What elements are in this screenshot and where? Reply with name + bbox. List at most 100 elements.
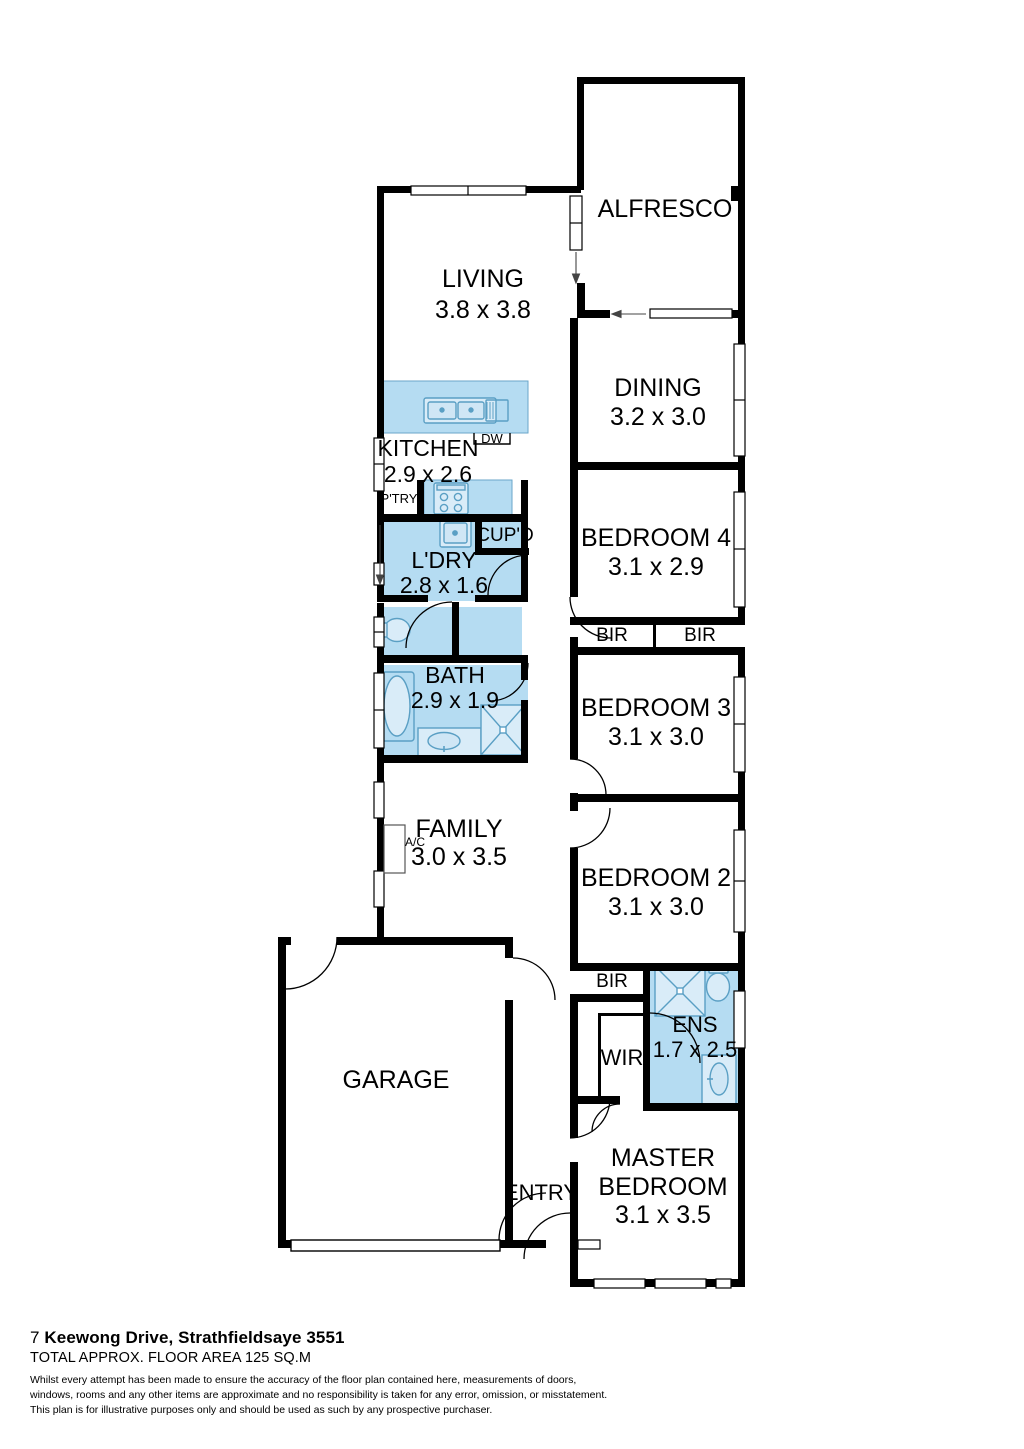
window-laundry-left — [373, 562, 385, 586]
wall-garage-top-mid — [337, 937, 513, 945]
wall-master-bottom-b — [645, 1279, 655, 1287]
toilet-icon — [383, 617, 411, 643]
wall-wir-left — [570, 1002, 578, 1103]
door-swing-bed4 — [569, 596, 612, 639]
window-alfresco-lower — [649, 308, 733, 319]
ensuite-toilet-icon — [705, 972, 731, 1002]
label-bedroom3-dims: 3.1 x 3.0 — [608, 723, 704, 751]
wall-master-bottom-a — [570, 1279, 594, 1287]
label-family-dims: 3.0 x 3.5 — [411, 843, 507, 871]
bathtub-icon — [383, 675, 411, 737]
room-labels: ALFRESCO LIVING 3.8 x 3.8 DINING 3.2 x 3… — [343, 195, 738, 1229]
door-swing-garage-right — [512, 957, 556, 1001]
wall-alfresco-inner-v — [577, 283, 585, 317]
label-bedroom3-name: BEDROOM 3 — [581, 694, 731, 722]
label-kitchen-dims: 2.9 x 2.6 — [384, 461, 472, 487]
label-living-name: LIVING — [442, 265, 524, 293]
door-swing-entry2 — [523, 1212, 571, 1260]
wall-living-top-left — [377, 186, 411, 193]
wall-garage-bottom-left — [278, 1240, 292, 1248]
window-family-left-b — [373, 870, 385, 908]
wall-wir-inner-top — [598, 1013, 644, 1016]
wall-living-top-right — [526, 186, 581, 193]
wall-bed2-right-a — [738, 802, 745, 832]
label-wir: WIR — [601, 1045, 644, 1070]
label-bedroom2-dims: 3.1 x 3.0 — [608, 893, 704, 921]
door-direction-arrows — [375, 252, 646, 586]
aircon-unit — [383, 824, 406, 874]
wall-cupboard-right — [521, 521, 528, 555]
wall-bir-divider — [653, 617, 656, 650]
wall-cupboard-left — [475, 521, 482, 555]
disclaimer: Whilst every attempt has been made to en… — [30, 1373, 990, 1419]
label-ensuite-dims: 1.7 x 2.5 — [653, 1037, 737, 1062]
door-swing-ens — [649, 1012, 701, 1064]
wall-bed4-left-bottom — [570, 637, 578, 655]
label-dining-name: DINING — [614, 374, 702, 402]
wall-bed2-left-top — [570, 802, 578, 811]
window-master-b — [654, 1278, 707, 1289]
door-swing-entry — [498, 1192, 547, 1241]
wall-ens-right — [738, 971, 745, 993]
wall-bir2-top — [570, 963, 745, 971]
wall-wc-left-b — [377, 646, 384, 662]
wall-bed4-right-a — [738, 470, 745, 494]
wall-bed2-left-bottom — [570, 848, 578, 963]
label-bath-dims: 2.9 x 1.9 — [411, 687, 499, 713]
label-master-dims: 3.1 x 3.5 — [615, 1201, 711, 1229]
wall-bir-bottom — [570, 647, 745, 655]
wall-bath-right-b — [521, 700, 528, 762]
dishwasher-bracket — [473, 433, 511, 445]
wall-cupboard-bottom — [475, 548, 529, 555]
label-dining-dims: 3.2 x 3.0 — [610, 403, 706, 431]
wall-bir-top — [570, 617, 745, 625]
label-bath-name: BATH — [425, 662, 485, 688]
door-swing-wir — [591, 1103, 621, 1133]
window-ens-right — [733, 990, 746, 1049]
label-bir-2: BIR — [684, 625, 716, 646]
wall-bath-left-b — [377, 746, 384, 762]
wall-laundry-right — [521, 554, 528, 601]
disclaimer-line-2: windows, rooms and any other items are a… — [30, 1389, 608, 1402]
wall-garage-top-right-stub — [505, 937, 513, 958]
label-ensuite-name: ENS — [672, 1012, 717, 1037]
wall-wc-bottom — [377, 655, 459, 663]
wall-bir2-bottom — [570, 994, 648, 1002]
wall-alfresco-right — [738, 77, 745, 192]
label-alfresco: ALFRESCO — [598, 195, 733, 223]
door-swing-bath — [489, 662, 529, 702]
wall-bath-left — [377, 663, 384, 675]
wall-family-left-a — [377, 763, 384, 784]
label-bir-3: BIR — [596, 971, 628, 992]
label-entry: ENTRY — [504, 1180, 578, 1205]
label-bedroom4-name: BEDROOM 4 — [581, 524, 731, 552]
label-laundry-dims: 2.8 x 1.6 — [400, 572, 488, 598]
label-cupboard: CUP'D — [476, 525, 533, 546]
label-master-line2: BEDROOM — [598, 1173, 727, 1201]
window-master-a — [593, 1278, 646, 1289]
wall-dining-left — [570, 318, 578, 470]
label-living-dims: 3.8 x 3.8 — [435, 296, 531, 324]
wall-ens-bottom — [643, 1103, 745, 1111]
wall-entry-bottom — [513, 1240, 546, 1248]
label-pantry: P'TRY — [381, 491, 418, 506]
door-swing-garage-left — [284, 936, 338, 990]
window-entry-front — [577, 1239, 601, 1250]
label-dishwasher: DW — [481, 431, 503, 446]
wall-master-bottom-d — [731, 1279, 745, 1287]
wall-alfresco-left — [577, 77, 584, 190]
label-laundry-name: L'DRY — [411, 547, 476, 573]
wall-laundry-bottom-right — [475, 595, 528, 602]
wall-bed4-left-top — [570, 462, 578, 597]
wall-bath-top-right — [459, 655, 528, 663]
wall-bed3-left-top — [570, 655, 578, 759]
wall-kitchen-bottom — [377, 514, 523, 522]
wall-kitchen-left-a — [377, 382, 384, 440]
walls — [278, 77, 745, 1287]
wall-kitchen-left-b — [377, 490, 384, 522]
address-number: 7 — [30, 1328, 45, 1347]
label-bedroom2-name: BEDROOM 2 — [581, 864, 731, 892]
wall-garage-left — [278, 937, 286, 1247]
label-family-name: FAMILY — [415, 815, 502, 843]
wall-master-left-top — [570, 1111, 578, 1138]
